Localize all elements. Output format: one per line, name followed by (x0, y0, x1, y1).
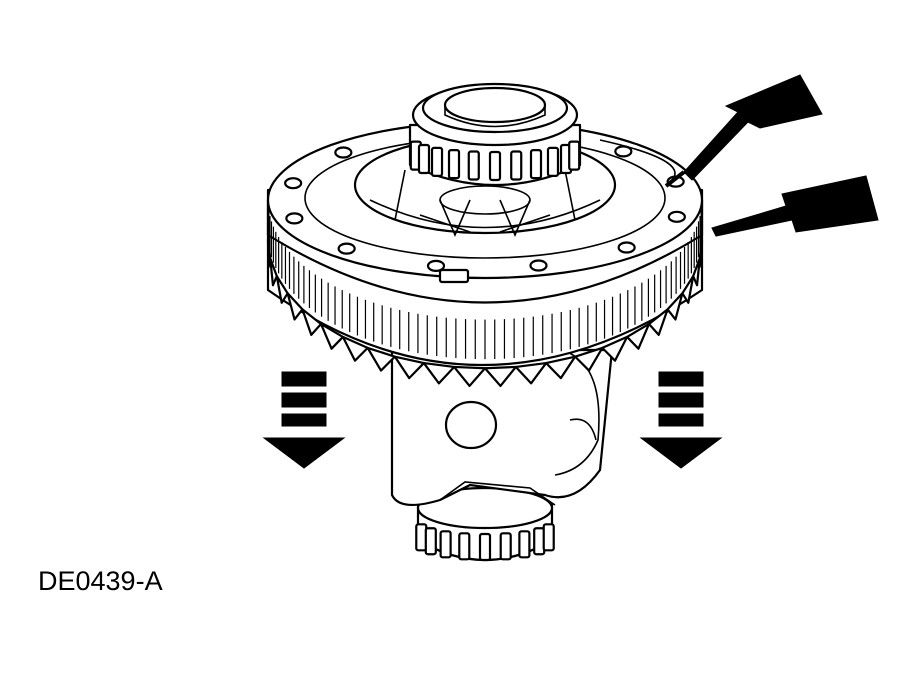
arrow-bar (658, 413, 704, 427)
bearing-roller (417, 143, 431, 175)
bolt-hole (617, 241, 636, 254)
upper-bearing (408, 82, 582, 187)
gear-tooth (698, 238, 704, 269)
press-arrow-icon (711, 175, 879, 237)
arrow-bar (281, 413, 327, 427)
gear-tooth (422, 361, 456, 385)
cross-shaft-hole (444, 400, 498, 450)
gear-tooth (601, 335, 629, 362)
gear-tooth (666, 292, 684, 321)
bearing-roller (542, 523, 555, 552)
press-arrow-icon (664, 74, 823, 188)
bearing-roller (488, 150, 502, 182)
ring-gear-knurl (267, 205, 703, 360)
bolt-hole (285, 212, 304, 225)
bearing-roller (529, 149, 543, 180)
differential-case (390, 348, 614, 507)
bolt-hole (426, 259, 446, 272)
bearing-roller (439, 530, 452, 559)
gear-tooth (681, 275, 695, 304)
ring-gear-teeth (266, 238, 704, 388)
bearing-roller (467, 150, 480, 181)
bearing-roller (568, 140, 581, 171)
down-arrow-icon (639, 371, 723, 469)
gear-tooth (393, 355, 425, 380)
gear-tooth (647, 308, 669, 336)
gear-tooth (692, 257, 701, 287)
gear-tooth (483, 365, 517, 388)
gear-tooth (514, 361, 548, 385)
arrow-bar (658, 392, 704, 408)
bolt-hole (334, 146, 353, 159)
bolt-hole (529, 259, 548, 272)
bearing-roller (447, 149, 461, 180)
bearing-roller (546, 146, 560, 177)
arrow-bar (658, 371, 704, 387)
bearing-roller (499, 532, 512, 561)
gear-tooth (269, 257, 278, 287)
figure-id-label: DE0439-A (38, 566, 163, 596)
bearing-roller (430, 146, 444, 177)
gear-tooth (453, 365, 487, 388)
gear-tooth (319, 322, 344, 350)
bolt-hole (284, 177, 303, 190)
bearing-roller (424, 527, 437, 556)
bolt-hole (667, 210, 686, 223)
arrow-head (639, 437, 723, 469)
gear-tooth (626, 322, 651, 350)
down-arrow-icon (262, 371, 346, 469)
gear-tooth (366, 346, 396, 372)
bearing-roller (518, 530, 531, 559)
bearing-roller (478, 532, 492, 562)
bearing-roller (510, 150, 523, 181)
gear-tooth (574, 346, 604, 372)
arrow-bar (281, 392, 327, 408)
gear-tooth (286, 292, 304, 321)
bolt-hole (337, 242, 356, 255)
bearing-roller (458, 532, 471, 561)
gear-tooth (301, 308, 323, 336)
arrow-head (262, 437, 346, 469)
arrow-bar (281, 371, 327, 387)
gear-tooth (545, 355, 577, 380)
gear-tooth (275, 275, 289, 304)
gear-tooth (341, 335, 369, 362)
